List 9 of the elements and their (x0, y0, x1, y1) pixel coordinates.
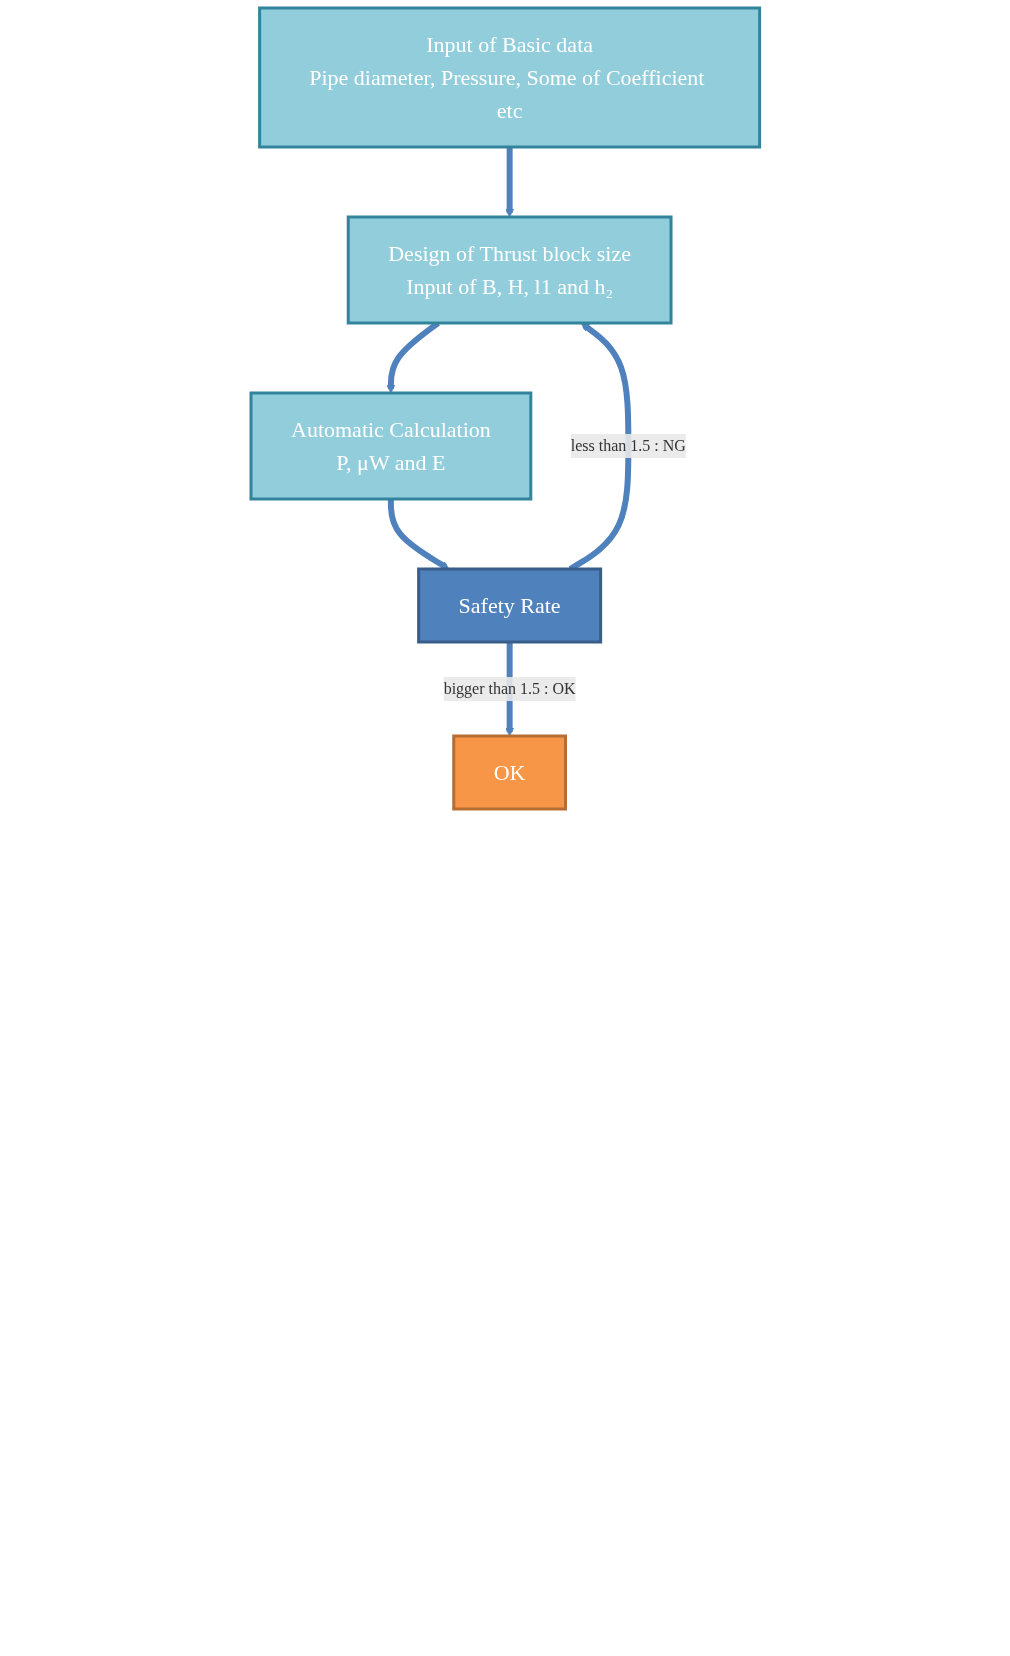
edge-label: bigger than 1.5 : OK (443, 680, 576, 697)
arrow (387, 499, 450, 570)
node-box: Automatic Calculation P, μW and E (249, 391, 532, 501)
node-box: Safety Rate (416, 567, 602, 644)
node-box: OK (451, 734, 567, 811)
node-box: Input of Basic data Pipe diameter, Pressure, Some of Coefficient etc (257, 6, 761, 149)
edge-label: less than 1.5 : NG (570, 437, 686, 454)
node-box: Design of Thrust block size Input of B, H, l1 and h₂ (346, 215, 673, 325)
arrow (504, 147, 514, 218)
